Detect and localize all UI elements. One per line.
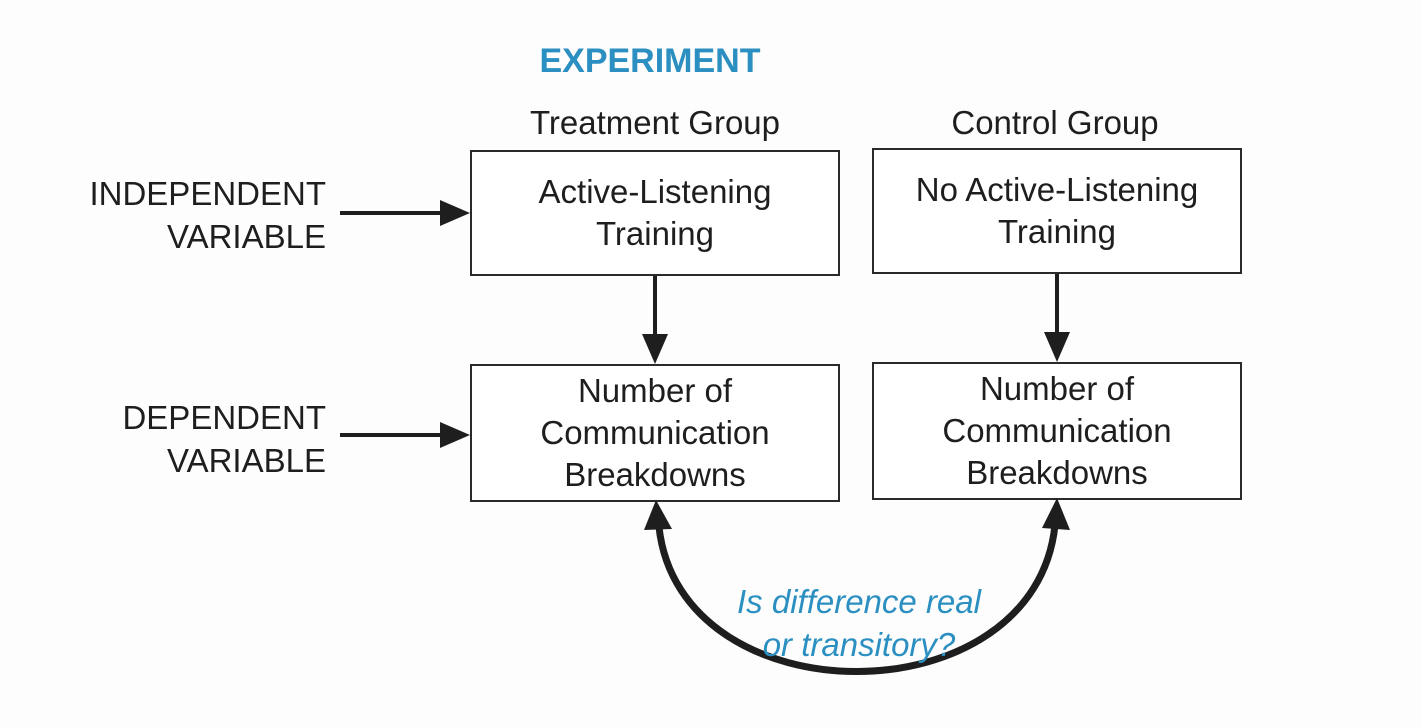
box-line: Active-Listening [538,173,772,210]
dependent-arrow [340,422,470,448]
independent-label-line-2: VARIABLE [167,218,326,255]
question-line-1: Is difference real [737,583,981,620]
treatment-independent-box: Active-Listening Training [470,150,840,276]
question-line-2: or transitory? [762,626,956,663]
treatment-down-arrow [642,276,668,364]
control-dependent-box: Number of Communication Breakdowns [872,362,1242,500]
independent-arrow [340,200,470,226]
box-line: No Active-Listening [915,171,1199,208]
control-down-arrow [1044,274,1070,362]
dependent-label-line-2: VARIABLE [167,442,326,479]
dependent-label-line-1: DEPENDENT [122,399,326,436]
box-line: Number of [979,370,1135,407]
box-line: Number of [577,372,733,409]
box-line: Breakdowns [966,454,1148,491]
comparison-curved-arrow [644,498,1070,675]
treatment-dependent-box: Number of Communication Breakdowns [470,364,840,502]
treatment-group-header: Treatment Group [529,104,781,141]
control-independent-box: No Active-Listening Training [872,148,1242,274]
independent-variable-label: INDEPENDENT VARIABLE [30,172,326,258]
control-group-header: Control Group [951,104,1159,141]
box-line: Breakdowns [564,456,746,493]
box-line: Communication [540,414,770,451]
independent-label-line-1: INDEPENDENT [89,175,326,212]
box-line: Training [998,213,1116,250]
comparison-question: Is difference real or transitory? [700,580,1018,666]
dependent-variable-label: DEPENDENT VARIABLE [30,396,326,482]
box-line: Training [596,215,714,252]
box-line: Communication [942,412,1172,449]
diagram-title: EXPERIMENT [539,42,761,80]
